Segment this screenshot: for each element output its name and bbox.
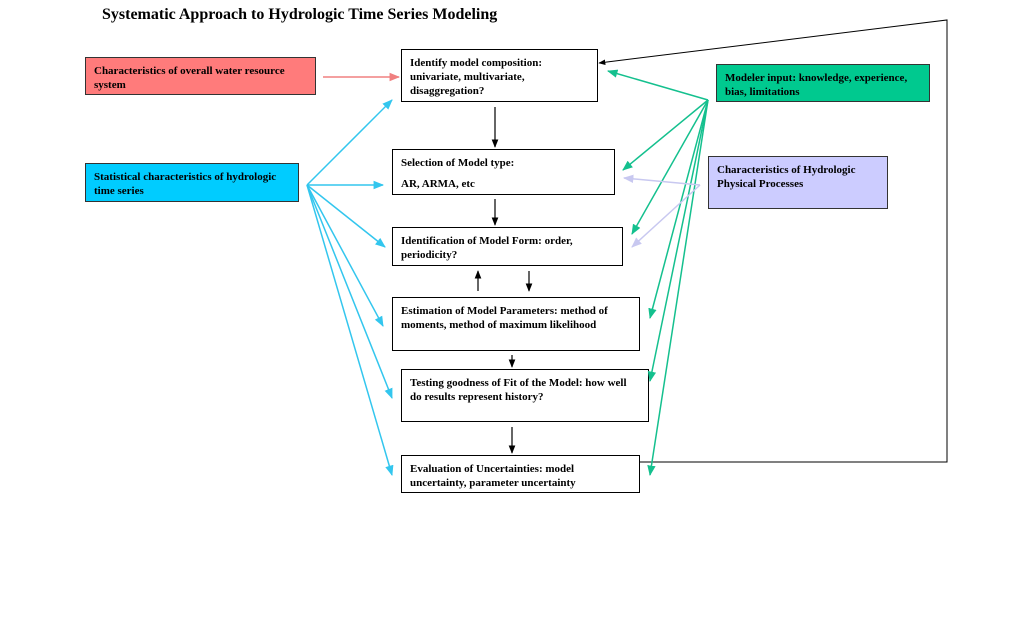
- physical-processes-box: Characteristics of Hydrologic Physical P…: [708, 156, 888, 209]
- statistical-characteristics-box: Statistical characteristics of hydrologi…: [85, 163, 299, 202]
- step-model-form: Identification of Model Form: order, per…: [392, 227, 623, 266]
- modeler-arrows: [606, 69, 709, 477]
- physical-processes-label: Characteristics of Hydrologic Physical P…: [717, 164, 856, 190]
- page-title: Systematic Approach to Hydrologic Time S…: [102, 6, 498, 23]
- step-uncertainty-evaluation: Evaluation of Uncertainties: model uncer…: [401, 455, 640, 493]
- step-goodness-of-fit: Testing goodness of Fit of the Model: ho…: [401, 369, 649, 422]
- step-goodness-of-fit-label: Testing goodness of Fit of the Model: ho…: [410, 377, 627, 403]
- modeler-input-box: Modeler input: knowledge, experience, bi…: [716, 64, 930, 102]
- statistical-arrows: [306, 99, 394, 477]
- step-parameter-estimation: Estimation of Model Parameters: method o…: [392, 297, 640, 351]
- water-resource-box: Characteristics of overall water resourc…: [85, 57, 316, 95]
- step-model-composition-label: Identify model composition: univariate, …: [410, 57, 542, 97]
- step-parameter-estimation-label: Estimation of Model Parameters: method o…: [401, 305, 608, 331]
- statistical-characteristics-label: Statistical characteristics of hydrologi…: [94, 171, 277, 197]
- step-uncertainty-evaluation-label: Evaluation of Uncertainties: model uncer…: [410, 463, 576, 489]
- arrow-feedback-loop: [598, 19, 948, 463]
- physical-process-arrows: [622, 174, 701, 248]
- water-resource-label: Characteristics of overall water resourc…: [94, 65, 285, 91]
- step-model-selection: Selection of Model type: AR, ARMA, etc: [392, 149, 615, 195]
- step-model-selection-types: AR, ARMA, etc: [401, 178, 475, 190]
- step-model-composition: Identify model composition: univariate, …: [401, 49, 598, 102]
- step-model-selection-title: Selection of Model type:: [401, 157, 515, 169]
- step-model-form-label: Identification of Model Form: order, per…: [401, 235, 573, 261]
- modeler-input-label: Modeler input: knowledge, experience, bi…: [725, 72, 908, 98]
